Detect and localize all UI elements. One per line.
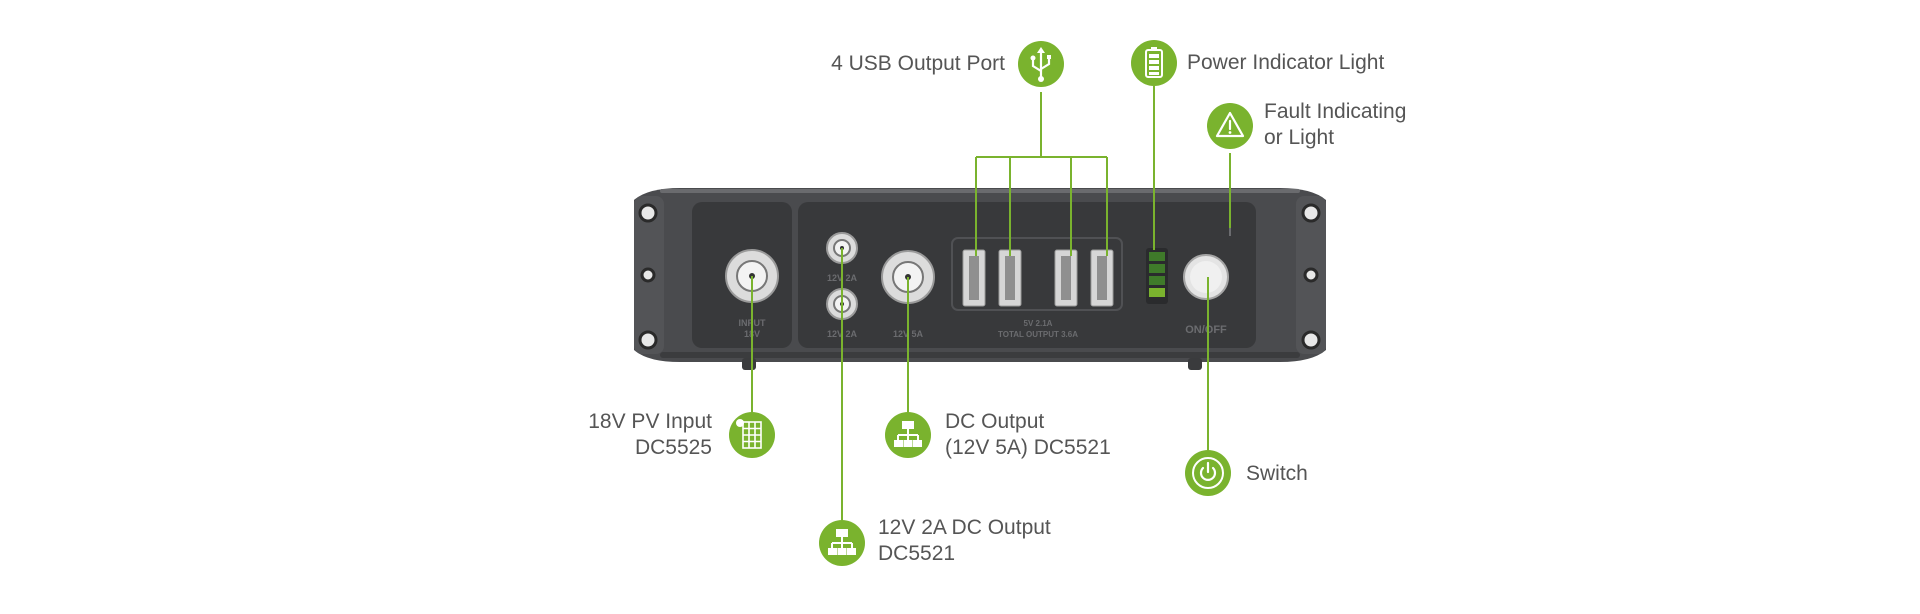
usb-total-output-label: TOTAL OUTPUT 3.6A xyxy=(998,330,1078,339)
usb-output-port-label: 4 USB Output Port xyxy=(831,51,1005,77)
right-flange xyxy=(1296,196,1326,354)
on-off-switch[interactable] xyxy=(1183,254,1229,300)
usb-port[interactable] xyxy=(1054,249,1078,307)
switch-callout-label-line1: Switch xyxy=(1246,462,1308,485)
foot xyxy=(1188,358,1202,370)
leader-lines xyxy=(751,86,1231,520)
switch-callout-label: Switch xyxy=(1246,461,1308,487)
usb-port[interactable] xyxy=(1090,249,1114,307)
screw xyxy=(1303,267,1319,283)
dc-output-5a-label: DC Output (12V 5A) DC5521 xyxy=(945,409,1111,461)
power-indicator-light-label-line1: Power Indicator Light xyxy=(1187,51,1385,74)
usb-icon xyxy=(1018,41,1064,87)
usb-output-port-label-line1: 4 USB Output Port xyxy=(831,52,1005,75)
usb-leader-line xyxy=(975,92,1108,256)
power-station-front-panel: INPUT 18V 12V 2A 12V 2A 12V 5A xyxy=(634,188,1326,370)
usb-spec-label: 5V 2.1A xyxy=(1024,319,1053,328)
left-flange xyxy=(634,196,664,354)
screw xyxy=(1301,203,1321,223)
dc-output-2a-label-line1: 12V 2A DC Output xyxy=(878,516,1051,539)
screw xyxy=(1301,330,1321,350)
dc-output-5a-label-line2: (12V 5A) DC5521 xyxy=(945,436,1111,459)
dc-output-2a-label-line2: DC5521 xyxy=(878,542,956,565)
power-icon xyxy=(1185,450,1231,496)
fault-label-line2: or Light xyxy=(1264,126,1335,149)
device-top-highlight xyxy=(660,189,1300,193)
device-bottom-edge xyxy=(660,352,1300,358)
pv-input-label: 18V PV Input DC5525 xyxy=(588,409,712,461)
screw xyxy=(638,203,658,223)
foot xyxy=(742,358,756,370)
network-icon xyxy=(885,412,931,458)
network-icon xyxy=(819,520,865,566)
power-indicator-light-label: Power Indicator Light xyxy=(1187,50,1384,76)
dc-output-2a-label: 12V 2A DC Output DC5521 xyxy=(878,515,1051,567)
screw xyxy=(640,267,656,283)
usb-port[interactable] xyxy=(962,249,986,307)
dc-output-5a-label-line1: DC Output xyxy=(945,410,1045,433)
usb-port[interactable] xyxy=(998,249,1022,307)
pv-input-label-line2: DC5525 xyxy=(634,436,712,459)
fault-label-line1: Fault Indicating xyxy=(1264,100,1407,123)
warning-icon xyxy=(1207,103,1253,149)
screw xyxy=(638,330,658,350)
pv-input-label-line1: 18V PV Input xyxy=(588,410,712,433)
fault-indicating-light-label: Fault Indicating or Light xyxy=(1264,99,1406,151)
solar-panel-icon xyxy=(729,412,775,458)
power-indicator-light xyxy=(1146,248,1168,304)
usb-group-frame xyxy=(951,237,1123,311)
switch-label: ON/OFF xyxy=(1185,324,1227,336)
battery-icon xyxy=(1131,40,1177,86)
fault-indicator-light xyxy=(1229,226,1231,236)
output-panel-recess xyxy=(798,202,1256,348)
